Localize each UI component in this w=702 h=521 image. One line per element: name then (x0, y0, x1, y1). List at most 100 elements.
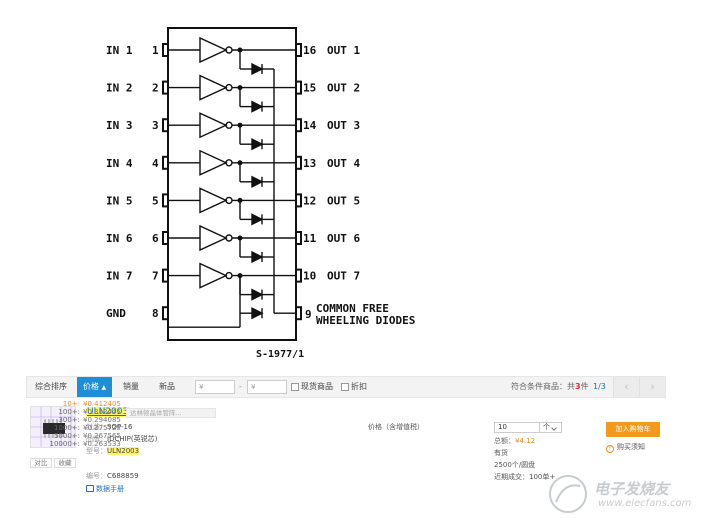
sort-default-button[interactable]: 综合排序 (35, 382, 67, 391)
price-tier-qty: 1000+: (53, 424, 80, 432)
price-max-input[interactable]: ¥ (247, 380, 287, 394)
next-page-button[interactable]: › (639, 377, 665, 397)
match-suffix: 件 (580, 382, 589, 391)
pin-stub-right (295, 80, 302, 95)
price-tier-row: 10+:¥0.412405 (26, 400, 146, 408)
watermark-logo-icon (549, 475, 587, 513)
instock-label: 现货商品 (301, 382, 333, 391)
sort-sales-button[interactable]: 销量 (123, 382, 139, 391)
pin-stub-right (295, 268, 302, 283)
price-min-input[interactable]: ¥ (195, 380, 235, 394)
add-to-cart-button[interactable]: 加入购物车 (606, 422, 660, 437)
right-pin-number: 14 (303, 119, 317, 132)
price-tier-price: ¥0.312445 (83, 408, 121, 416)
left-pin-number: 5 (152, 194, 159, 207)
common-label-line1: COMMON FREE (316, 302, 389, 315)
pin-stub-left (162, 231, 169, 245)
purchase-notice-link[interactable]: !购买须知 (606, 442, 645, 453)
unit-select[interactable]: 个 (540, 422, 562, 433)
left-pin-name: IN 4 (106, 157, 133, 170)
left-pin-name: IN 3 (106, 119, 133, 132)
left-pin-number: 4 (152, 157, 159, 170)
right-pin-number: 16 (303, 44, 317, 57)
pin-stub-right (295, 306, 302, 321)
right-pin-name: OUT 5 (327, 194, 360, 207)
brand-key: 品牌： (86, 435, 107, 443)
favorite-button[interactable]: 收藏 (54, 458, 76, 468)
total-row: 总额：¥4.12 (494, 436, 535, 446)
right-pin-number: 15 (303, 82, 316, 95)
inverter-triangle (199, 262, 228, 289)
diode-symbol (251, 288, 264, 301)
left-pin-number: 3 (152, 119, 159, 132)
package-key: 封装： (86, 423, 107, 431)
model-row: 型号：ULN2003 (86, 446, 140, 456)
pin-stub-left (162, 43, 169, 57)
instock-checkbox[interactable] (291, 383, 299, 391)
diode-symbol (251, 138, 264, 151)
inverter-triangle (199, 187, 228, 214)
diode-symbol (251, 175, 264, 188)
watermark-en: www.elecfans.com (598, 498, 692, 509)
diode-symbol (251, 307, 264, 320)
right-pin-number: 12 (303, 194, 316, 207)
code-value: C688859 (107, 472, 139, 480)
chevron-down-icon (551, 425, 557, 431)
chip-body (167, 27, 297, 341)
total-value: ¥4.12 (515, 437, 536, 445)
right-pin-name: OUT 2 (327, 82, 360, 95)
pin-stub-right (295, 193, 302, 208)
price-tier-price: ¥0.412405 (83, 400, 121, 408)
discount-label: 折扣 (351, 382, 367, 391)
common-label-line2: WHEELING DIODES (316, 314, 415, 327)
left-pin-number: 2 (152, 82, 159, 95)
sort-price-button[interactable]: 价格 ▲ (77, 377, 113, 397)
compare-button[interactable]: 对比 (30, 458, 52, 468)
price-tier-row: 1000+:¥0.275725 (26, 424, 146, 432)
code-row: 编号：C688859 (86, 471, 139, 481)
quantity-input[interactable]: 10 (494, 422, 540, 433)
price-tier-row: 10000+:¥0.263533 (26, 440, 146, 448)
right-pin-name: OUT 1 (327, 44, 360, 57)
pin-stub-right (295, 43, 302, 57)
figure-code: S-1977/1 (256, 349, 304, 360)
page-indicator: 1/3 (593, 382, 606, 391)
price-tier-qty: 10+: (62, 400, 80, 408)
sort-filter-bar: 综合排序 价格 ▲ 销量 新品 ¥ - ¥ 现货商品 折扣 符合条件商品：共3件… (26, 376, 666, 398)
price-tier-price: ¥0.294085 (83, 416, 121, 424)
left-pin-name: IN 6 (106, 232, 133, 245)
sort-new-button[interactable]: 新品 (159, 382, 175, 391)
datasheet-link[interactable]: 数据手册 (86, 484, 124, 494)
price-tier-row: 300+:¥0.294085 (26, 416, 146, 424)
chip-image-icon (31, 407, 75, 447)
sort-arrow-icon: ▲ (101, 384, 107, 391)
pack-info: 2500个/圆盘 (494, 461, 536, 469)
price-tier-qty: 300+: (58, 416, 80, 424)
pin-stub-left (162, 268, 169, 283)
pin-stub-left (162, 80, 169, 95)
diode-symbol (251, 250, 264, 264)
pin-stub-left (162, 155, 169, 170)
right-pin-number: 11 (303, 232, 317, 245)
product-item: 对比 收藏 ULN2003 达林顿晶体管阵... 封装：SOP-16 品牌：ID… (26, 400, 666, 510)
sort-price-label: 价格 (83, 382, 99, 391)
match-prefix: 符合条件商品：共 (511, 382, 575, 391)
package-row: 封装：SOP-16 (86, 422, 132, 432)
code-key: 编号： (86, 472, 107, 480)
diode-symbol (251, 213, 264, 226)
match-count: 3 (575, 382, 581, 391)
discount-checkbox[interactable] (341, 383, 349, 391)
pin-stub-left (162, 193, 169, 208)
product-title-link[interactable]: ULN2003 (86, 407, 130, 417)
package-value: SOP-16 (107, 423, 133, 431)
recent-deals: 近期成交：100单+ (494, 473, 556, 481)
model-value: ULN2003 (107, 447, 140, 455)
left-pin-name: IN 1 (106, 44, 133, 57)
product-thumbnail[interactable] (30, 406, 76, 448)
price-tier-qty: 10000+: (49, 440, 81, 448)
inverter-triangle (199, 74, 228, 101)
prev-page-button[interactable]: ‹ (613, 377, 639, 397)
left-pin-name: IN 7 (106, 270, 133, 283)
product-subtitle: 达林顿晶体管阵... (126, 408, 216, 418)
